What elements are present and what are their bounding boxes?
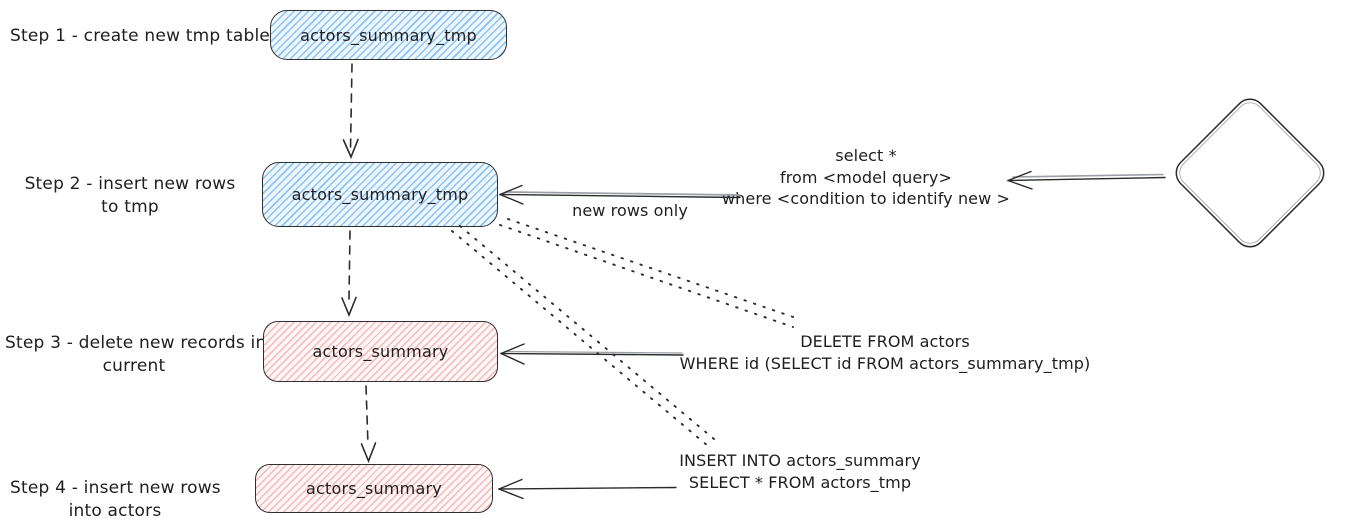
node-label: actors_summary (306, 479, 442, 498)
step3-label-line2: current (102, 356, 166, 376)
delete-query-line1: DELETE FROM actors (800, 332, 970, 351)
new-rows-only-label: new rows only (572, 201, 688, 220)
step1-label: Step 1 - create new tmp table (10, 25, 271, 48)
step3-label-line1: Step 3 - delete new records in (5, 333, 267, 353)
arrow-model-query-to-select (1007, 170, 1166, 190)
insert-query-line2: SELECT * FROM actors_tmp (688, 472, 912, 492)
node-label: actors_summary_tmp (291, 185, 469, 204)
node-actors-summary-step4: actors_summary (255, 464, 493, 513)
step4-label-line2: into actors (68, 501, 162, 521)
node-label: actors_summary_tmp (300, 25, 477, 45)
insert-query-annotation: INSERT INTO actors_summary SELECT * FROM… (650, 450, 950, 493)
select-query-line1: select * (835, 146, 897, 165)
step3-label: Step 3 - delete new records in current (5, 332, 267, 378)
select-query-line3: where <condition to identify new > (721, 189, 1011, 208)
step2-label: Step 2 - insert new rows to tmp (10, 173, 250, 219)
dotted-link-step2-to-delete-query (499, 218, 800, 328)
step2-label-line1: Step 2 - insert new rows (24, 174, 236, 194)
delete-query-annotation: DELETE FROM actors WHERE id (SELECT id F… (665, 331, 1105, 374)
select-query-line2: from <model query> (779, 167, 953, 187)
step2-label-line2: to tmp (101, 197, 159, 217)
step4-label-line1: Step 4 - insert new rows (10, 478, 221, 498)
arrow-step1-to-step2 (342, 63, 359, 160)
arrow-delete-query-to-step3 (500, 343, 684, 365)
step4-label: Step 4 - insert new rows into actors (10, 477, 221, 523)
delete-query-line2: WHERE id (SELECT id FROM actors_summary_… (679, 353, 1091, 373)
node-label: actors_summary (312, 342, 449, 361)
step1-label-line1: Step 1 - create new tmp table (10, 26, 271, 46)
node-actors-summary-step3: actors_summary (263, 321, 498, 382)
node-actors-summary-tmp-step1: actors_summary_tmp (270, 10, 507, 60)
arrow-step3-to-step4 (360, 385, 377, 464)
model-query-node-label: model query (1196, 164, 1304, 184)
arrow-step2-to-step3 (341, 230, 357, 318)
select-query-annotation: select * from <model query> where <condi… (716, 145, 1016, 210)
insert-query-line1: INSERT INTO actors_summary (679, 451, 921, 470)
node-actors-summary-tmp-step2: actors_summary_tmp (262, 162, 498, 227)
